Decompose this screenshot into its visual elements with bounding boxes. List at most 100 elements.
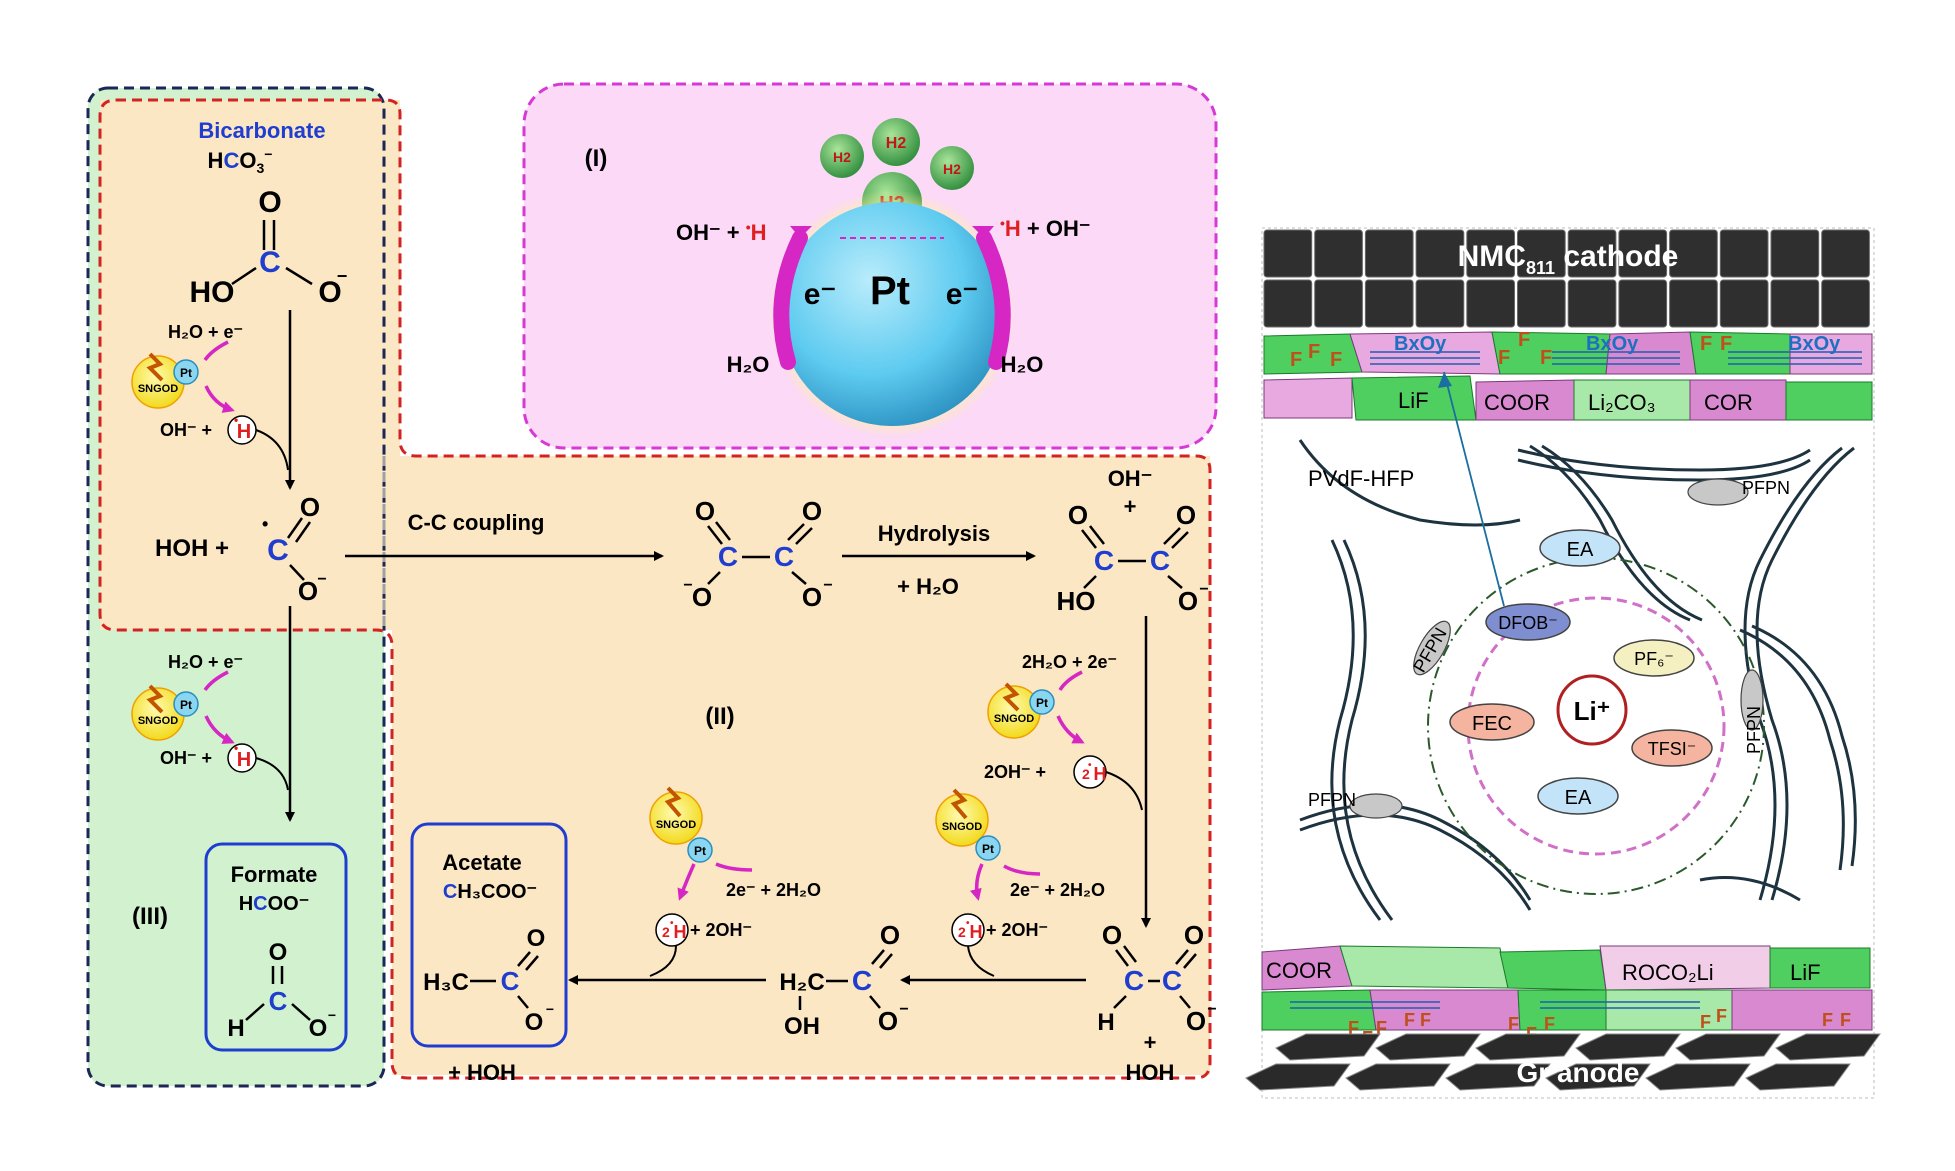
solvent-ellipses bbox=[1449, 529, 1713, 815]
cathode-tile bbox=[1719, 279, 1769, 328]
oxalic-acid-structure: OH⁻ + O O C C HO O − bbox=[1057, 466, 1209, 616]
svg-text:F: F bbox=[1716, 1006, 1727, 1026]
svg-text:C: C bbox=[1150, 545, 1170, 576]
solvent-pf6: PF₆⁻ bbox=[1634, 649, 1674, 669]
cathode-f-labels: F F F F F F F F bbox=[1290, 329, 1732, 371]
sngod-catalyst-5: H₂O + e⁻ Pt SNGOD OH⁻ + • H bbox=[131, 652, 289, 791]
svg-text:+ 2OH⁻: + 2OH⁻ bbox=[986, 920, 1048, 940]
svg-text:C: C bbox=[259, 246, 281, 279]
svg-text:C: C bbox=[1124, 965, 1144, 996]
sngod-catalyst-4: Pt SNGOD 2e⁻ + 2H₂O 2 • H + 2OH⁻ bbox=[649, 786, 821, 977]
svg-text:−: − bbox=[328, 1007, 336, 1023]
oxalate-structure: O O C C O − O − bbox=[683, 496, 832, 612]
svg-text:O: O bbox=[1102, 920, 1122, 950]
sei-coor: COOR bbox=[1266, 958, 1332, 983]
cei-coor: COOR bbox=[1484, 390, 1550, 415]
svg-text:−: − bbox=[1207, 1001, 1216, 1018]
navy-dashed-border bbox=[86, 86, 386, 1088]
svg-text:H: H bbox=[674, 922, 687, 942]
svg-text:F: F bbox=[1822, 1010, 1833, 1030]
anode-sei-layer bbox=[1261, 945, 1873, 1031]
pfpn-ellipses bbox=[1349, 478, 1764, 819]
cei-cor: COR bbox=[1704, 390, 1753, 415]
cathode-tile bbox=[1567, 279, 1617, 328]
svg-text:HOH +: HOH + bbox=[155, 535, 229, 562]
cc-coupling-label: C-C coupling bbox=[408, 510, 545, 535]
li-label: Li⁺ bbox=[1574, 696, 1611, 726]
svg-text:F: F bbox=[1348, 1018, 1359, 1038]
svg-text:CH₃COO⁻: CH₃COO⁻ bbox=[443, 881, 537, 903]
svg-text:e⁻: e⁻ bbox=[946, 278, 979, 311]
sngod-catalyst-3: Pt SNGOD 2e⁻ + 2H₂O 2 • H + 2OH⁻ bbox=[935, 788, 1105, 977]
svg-text:H2: H2 bbox=[833, 149, 851, 165]
svg-text:BxOy: BxOy bbox=[1788, 333, 1841, 355]
sngod-catalyst-2: 2H₂O + 2e⁻ Pt SNGOD 2OH⁻ + 2 • H bbox=[984, 652, 1143, 811]
svg-text:Pt: Pt bbox=[982, 842, 994, 856]
svg-text:F: F bbox=[1518, 329, 1530, 351]
svg-text:SNGOD: SNGOD bbox=[942, 821, 982, 833]
svg-text:H₂O + e⁻: H₂O + e⁻ bbox=[168, 652, 243, 672]
svg-text:O: O bbox=[298, 576, 318, 606]
svg-text:SNGOD: SNGOD bbox=[138, 383, 178, 395]
svg-text:2OH⁻ +: 2OH⁻ + bbox=[984, 762, 1046, 782]
anode-label: Gr anode bbox=[1517, 1057, 1640, 1088]
svg-text:O: O bbox=[309, 1015, 328, 1042]
outer-solvation-shell bbox=[1427, 557, 1765, 895]
glycolate-structure: O C H₂C OH O − bbox=[779, 920, 908, 1040]
svg-text:O: O bbox=[1068, 500, 1088, 530]
svg-text:H: H bbox=[970, 922, 983, 942]
svg-text:F: F bbox=[1376, 1018, 1387, 1038]
solvent-dfob: DFOB⁻ bbox=[1498, 613, 1558, 633]
cathode-label: NMC811 cathode bbox=[1458, 240, 1679, 278]
svg-text:•: • bbox=[1088, 760, 1092, 771]
graphite-flake bbox=[1475, 1033, 1581, 1061]
cathode-tile bbox=[1466, 279, 1516, 328]
svg-text:H: H bbox=[237, 421, 251, 443]
cei-lif: LiF bbox=[1398, 388, 1429, 413]
svg-text:F: F bbox=[1700, 333, 1712, 355]
graphite-flake bbox=[1545, 1063, 1651, 1091]
svg-text:H: H bbox=[1094, 764, 1107, 784]
svg-text:O: O bbox=[802, 496, 822, 526]
svg-text:•: • bbox=[966, 918, 970, 929]
glyoxylate-structure: O O C C H O − + HOH bbox=[1097, 920, 1216, 1085]
graphite-flake bbox=[1345, 1063, 1451, 1091]
svg-text:F: F bbox=[1840, 1010, 1851, 1030]
solvent-fec: FEC bbox=[1472, 713, 1512, 735]
svg-text:Pt: Pt bbox=[1036, 696, 1048, 710]
svg-text:F: F bbox=[1498, 347, 1510, 369]
cathode-tile bbox=[1364, 229, 1414, 278]
bicarbonate-formula: HCO3− bbox=[208, 146, 273, 176]
cathode-tile bbox=[1821, 229, 1870, 278]
svg-text:F: F bbox=[1700, 1012, 1711, 1032]
svg-text:Pt: Pt bbox=[694, 844, 706, 858]
polymer-chains bbox=[1298, 439, 1857, 921]
svg-text:O: O bbox=[878, 1006, 898, 1036]
svg-text:OH⁻ +: OH⁻ + bbox=[160, 420, 212, 440]
svg-text:H: H bbox=[237, 749, 251, 771]
svg-text:F: F bbox=[1330, 349, 1342, 371]
svg-text:C: C bbox=[718, 541, 738, 572]
svg-text:H₃C: H₃C bbox=[423, 969, 469, 996]
cathode-grid bbox=[1263, 229, 1870, 328]
svg-text:−: − bbox=[1199, 581, 1208, 598]
cathode-tile bbox=[1314, 279, 1363, 328]
graphite-flake bbox=[1375, 1033, 1481, 1061]
svg-text:O: O bbox=[1178, 586, 1198, 616]
region-label-ii: (II) bbox=[705, 703, 734, 730]
dfob-arrowhead bbox=[1438, 372, 1452, 388]
svg-text:+ 2OH⁻: + 2OH⁻ bbox=[690, 920, 752, 940]
svg-text:•: • bbox=[234, 741, 238, 755]
svg-text:F: F bbox=[1420, 1010, 1431, 1030]
sei-roco2li: ROCO₂Li bbox=[1622, 960, 1714, 985]
cathode-tile bbox=[1567, 229, 1617, 278]
svg-text:Pt: Pt bbox=[180, 698, 192, 712]
cathode-tile bbox=[1517, 279, 1566, 328]
formate-box: Formate HCOO⁻ O C H O − bbox=[204, 842, 348, 1052]
svg-text:2: 2 bbox=[1082, 766, 1090, 782]
svg-text:−: − bbox=[337, 266, 348, 286]
svg-text:Formate: Formate bbox=[231, 862, 318, 887]
bicarbonate-label: Bicarbonate bbox=[198, 118, 325, 143]
magenta-dashed-border bbox=[522, 82, 1218, 450]
li-ion bbox=[1556, 674, 1628, 746]
